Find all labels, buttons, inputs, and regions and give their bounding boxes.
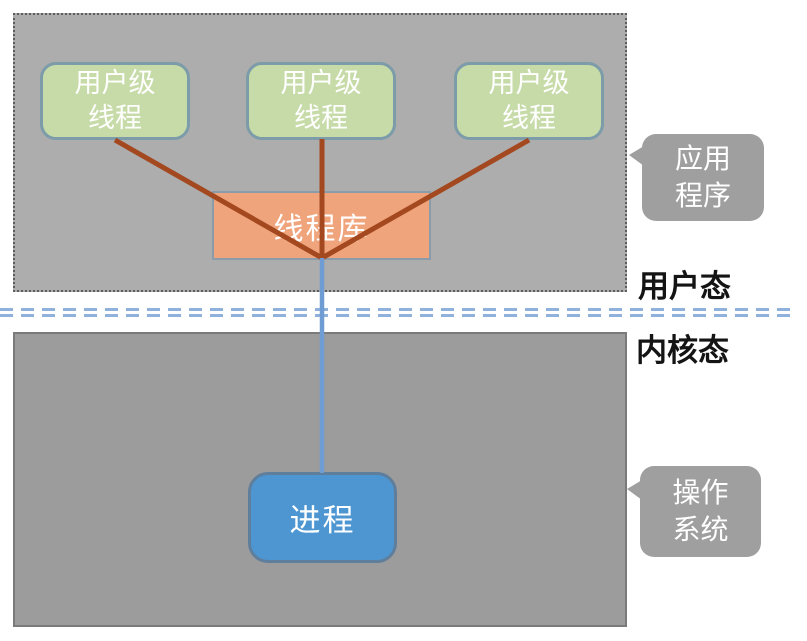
kernel-space-region: 进程 [13,332,627,627]
process-box: 进程 [248,472,397,563]
user-space-region: 用户级 线程 用户级 线程 用户级 线程 线程库 [13,13,627,292]
user-mode-label: 用户态 [638,269,731,305]
user-thread-label-3: 用户级 线程 [488,67,570,133]
callout-tail-left-icon [627,480,642,500]
os-callout-label: 操作 系统 [672,476,729,545]
thread-library-label: 线程库 [273,212,370,246]
callout-tail-left-icon [629,146,644,166]
user-thread-box-2: 用户级 线程 [246,62,396,140]
application-callout-label: 应用 程序 [674,142,731,211]
application-callout: 应用 程序 [629,134,764,221]
os-callout: 操作 系统 [627,466,761,557]
thread-library-box: 线程库 [212,191,431,260]
user-thread-box-3: 用户级 线程 [454,62,604,140]
user-thread-label-2: 用户级 线程 [280,67,362,133]
process-label: 进程 [289,503,356,538]
mode-divider-dashed-line [0,308,794,317]
user-thread-box-1: 用户级 线程 [40,62,190,140]
kernel-mode-label: 内核态 [636,333,729,369]
user-thread-label-1: 用户级 线程 [74,67,156,133]
